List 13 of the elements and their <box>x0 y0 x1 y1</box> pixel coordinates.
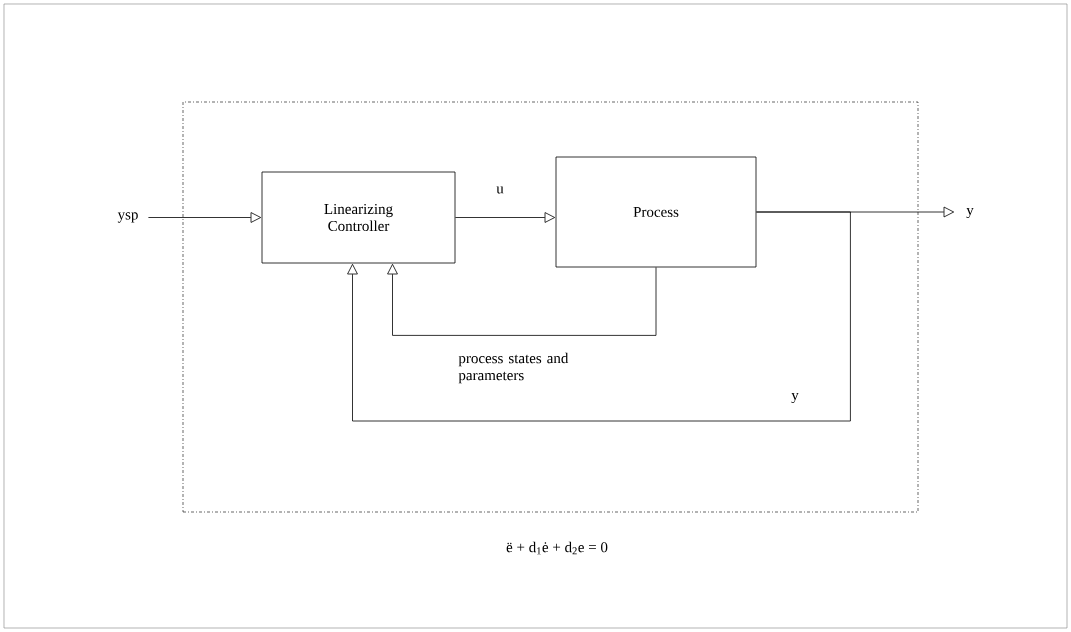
edge-label: u <box>496 186 504 194</box>
output-label: y <box>966 207 974 219</box>
controller-box: Linearizing Controller <box>261 171 456 264</box>
arrow <box>455 212 556 223</box>
equation: ë + d$_{1}$ė + d$_{2}$e = 0 <box>506 541 608 555</box>
arrow <box>148 212 262 223</box>
arrow <box>347 211 851 422</box>
edge-label: process states and parameters <box>458 352 569 384</box>
dashed-boundary <box>182 101 919 513</box>
process-box: Process <box>555 156 757 268</box>
edge-label: y <box>791 392 799 404</box>
input-label: ysp <box>117 212 138 223</box>
arrow <box>387 263 657 336</box>
